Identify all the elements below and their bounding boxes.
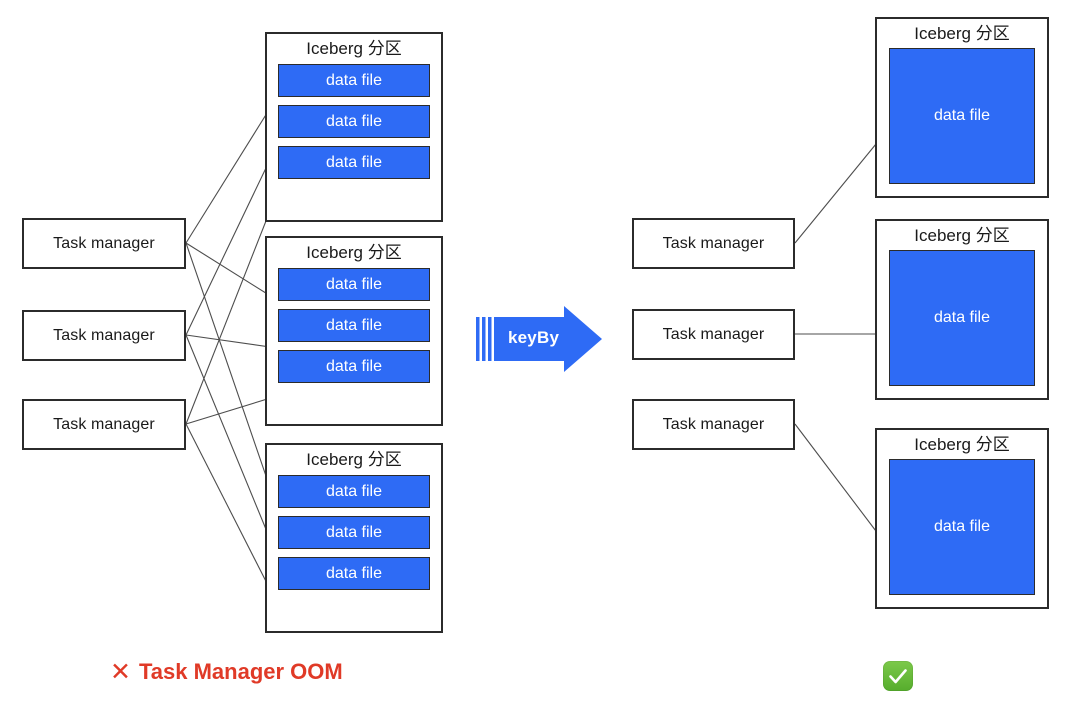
right-task-manager-1[interactable]: Task manager (632, 218, 795, 269)
left-caption-oom: ✕ Task Manager OOM (110, 659, 343, 685)
right-iceberg-partition-2[interactable]: Iceberg 分区 data file (875, 219, 1049, 400)
left-caption-text: Task Manager OOM (138, 659, 343, 684)
data-file[interactable]: data file (278, 557, 430, 590)
keyby-label: keyBy (508, 328, 560, 347)
partition-title: Iceberg 分区 (306, 39, 402, 58)
cross-icon: ✕ (110, 657, 131, 686)
task-manager-label: Task manager (662, 234, 765, 252)
left-task-manager-2[interactable]: Task manager (22, 310, 186, 361)
data-file[interactable]: data file (278, 309, 430, 342)
left-iceberg-partition-2[interactable]: Iceberg 分区 data file data file data file (265, 236, 443, 426)
data-file[interactable]: data file (278, 516, 430, 549)
task-manager-label: Task manager (53, 415, 155, 433)
data-file[interactable]: data file (278, 146, 430, 179)
right-task-manager-2[interactable]: Task manager (632, 309, 795, 360)
right-task-manager-3[interactable]: Task manager (632, 399, 795, 450)
task-manager-label: Task manager (53, 326, 155, 344)
data-file[interactable]: data file (278, 268, 430, 301)
partition-title: Iceberg 分区 (306, 243, 402, 262)
partition-title: Iceberg 分区 (306, 450, 402, 469)
keyby-arrow[interactable] (476, 306, 602, 372)
task-manager-label: Task manager (53, 234, 155, 252)
data-file[interactable]: data file (278, 475, 430, 508)
data-file[interactable]: data file (278, 105, 430, 138)
right-iceberg-partition-1[interactable]: Iceberg 分区 data file (875, 17, 1049, 198)
data-file[interactable]: data file (889, 48, 1035, 184)
data-file[interactable]: data file (889, 250, 1035, 386)
data-file[interactable]: data file (889, 459, 1035, 595)
check-icon (883, 661, 913, 691)
partition-title: Iceberg 分区 (914, 226, 1010, 245)
partition-title: Iceberg 分区 (914, 435, 1010, 454)
left-task-manager-1[interactable]: Task manager (22, 218, 186, 269)
task-manager-label: Task manager (662, 325, 765, 343)
left-task-manager-3[interactable]: Task manager (22, 399, 186, 450)
task-manager-label: Task manager (662, 415, 765, 433)
data-file[interactable]: data file (278, 350, 430, 383)
data-file[interactable]: data file (278, 64, 430, 97)
right-iceberg-partition-3[interactable]: Iceberg 分区 data file (875, 428, 1049, 609)
left-iceberg-partition-3[interactable]: Iceberg 分区 data file data file data file (265, 443, 443, 633)
partition-title: Iceberg 分区 (914, 24, 1010, 43)
left-iceberg-partition-1[interactable]: Iceberg 分区 data file data file data file (265, 32, 443, 222)
